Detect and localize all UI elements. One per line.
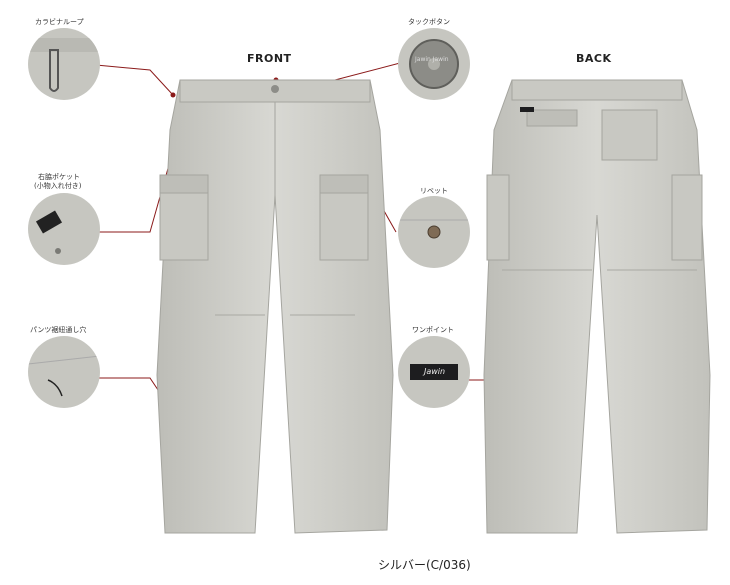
one-point-tag (410, 364, 458, 380)
label-hem-hole: パンツ裾紐通し穴 (30, 326, 87, 334)
carabiner-icon (49, 49, 59, 92)
callout-tack-button (398, 28, 470, 100)
callout-rivet (398, 196, 470, 268)
label-carabiner-loop: カラビナループ (35, 18, 84, 26)
label-rivet: リベット (420, 187, 448, 195)
back-pants-body (483, 79, 711, 534)
back-left-cargo-pocket (486, 174, 510, 261)
back-pants-image (483, 79, 711, 534)
rivet-icon (427, 225, 441, 239)
callout-hem-hole (28, 336, 100, 408)
front-title: FRONT (247, 52, 292, 65)
label-one-point: ワンポイント (412, 326, 454, 334)
back-title: BACK (576, 52, 612, 65)
back-right-cargo-pocket (671, 174, 703, 261)
leader-carabiner (95, 64, 174, 96)
tag-lettering: Jawin (424, 367, 446, 376)
color-caption: シルバー(C/036) (378, 558, 471, 572)
label-right-pocket-1: 右脇ポケット (38, 173, 80, 181)
back-waistband (511, 79, 683, 101)
label-right-pocket-2: (小物入れ付き) (34, 182, 82, 190)
callout-one-point (398, 336, 470, 408)
label-tack-button: タックボタン (408, 18, 450, 26)
back-one-point-tag (520, 107, 534, 112)
front-pants-image (156, 79, 394, 534)
front-tack-button (271, 85, 279, 93)
button-lettering: Jawin Jawin (415, 56, 449, 63)
callout-right-pocket (28, 193, 100, 265)
callout-carabiner-loop (28, 28, 100, 100)
back-flap-pocket (526, 109, 578, 127)
back-right-pocket (601, 109, 658, 161)
